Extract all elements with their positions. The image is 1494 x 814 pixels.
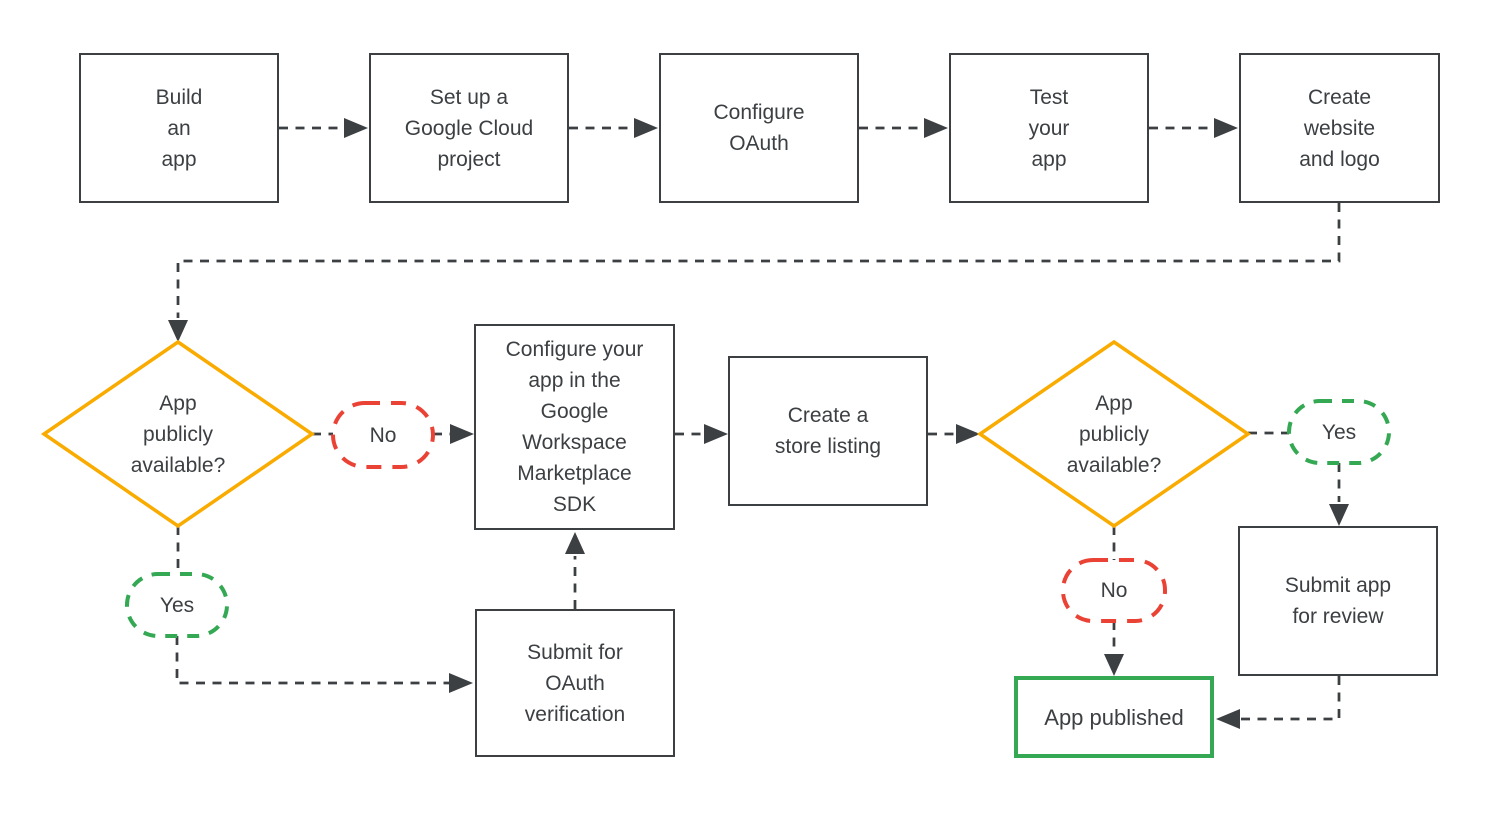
no2-oval <box>1061 558 1167 623</box>
edge-label-no2: No <box>1100 579 1128 602</box>
node-submit-app-for-review: Submit app for review <box>1238 526 1438 676</box>
arrowhead-yes1-to-verification <box>449 673 473 693</box>
node-create-website-and-logo: Create website and logo <box>1239 53 1440 203</box>
yes2-oval <box>1287 399 1391 465</box>
arrowhead-store-to-decision2 <box>956 424 980 444</box>
decision1-diamond <box>40 339 316 529</box>
connector-yes1-to-verification <box>175 636 449 685</box>
decision1-label: App publicly available? <box>130 391 226 477</box>
arrowhead-no2-to-published <box>1104 654 1124 676</box>
node-configure-oauth: Configure OAuth <box>659 53 859 203</box>
arrowhead-review-to-published <box>1216 709 1240 729</box>
yes1-oval <box>125 572 229 638</box>
node-create-store-listing: Create a store listing <box>728 356 928 506</box>
arrowhead-build-to-setup <box>344 118 368 138</box>
no1-oval <box>331 401 435 469</box>
arrowhead-test-to-website <box>1214 118 1238 138</box>
edge-label-yes1: Yes <box>159 593 195 617</box>
node-app-published: App published <box>1014 676 1214 758</box>
decision2-label: App publicly available? <box>1066 391 1162 477</box>
connector-website-to-decision1 <box>176 203 1341 318</box>
arrowhead-website-to-decision1 <box>168 320 188 342</box>
node-test-your-app: Test your app <box>949 53 1149 203</box>
decision2-diamond <box>976 339 1252 529</box>
edge-label-yes2: Yes <box>1321 420 1357 444</box>
arrowhead-yes-to-review <box>1329 504 1349 526</box>
edge-label-no1: No <box>369 423 397 447</box>
arrowhead-sdk-to-store <box>704 424 728 444</box>
arrowhead-no-to-sdk <box>450 424 474 444</box>
node-setup-google-cloud-project: Set up a Google Cloud project <box>369 53 569 203</box>
arrowhead-setup-to-oauth <box>634 118 658 138</box>
arrowhead-oauth-to-test <box>924 118 948 138</box>
node-build-app: Build an app <box>79 53 279 203</box>
node-configure-marketplace-sdk: Configure your app in the Google Workspa… <box>474 324 675 530</box>
arrowhead-verification-to-sdk <box>565 532 585 554</box>
connector-review-to-published <box>1240 676 1341 721</box>
node-submit-oauth-verification: Submit for OAuth verification <box>475 609 675 757</box>
